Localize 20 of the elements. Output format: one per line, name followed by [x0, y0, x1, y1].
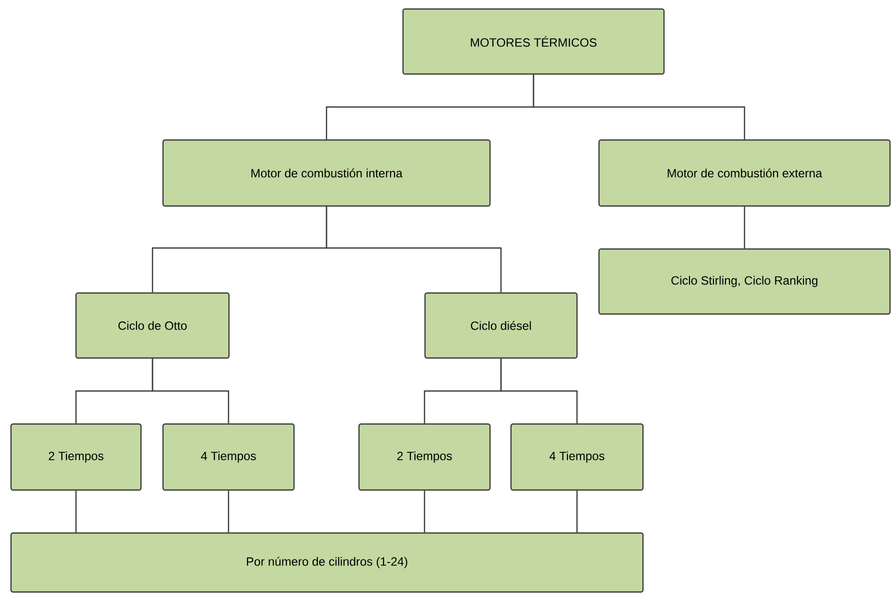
connector-line — [75, 490, 77, 532]
process-box: Por número de cilindros (1-24) — [10, 532, 644, 593]
process-box: 4 Tiempos — [510, 423, 644, 491]
process-box: Motor de combustión interna — [162, 139, 491, 207]
process-box: Ciclo de Otto — [75, 292, 230, 359]
process-box: Ciclo Stirling, Ciclo Ranking — [598, 248, 891, 315]
connector-line — [424, 490, 426, 532]
process-box: 2 Tiempos — [358, 423, 491, 491]
connector-line — [744, 206, 746, 248]
connector-line — [152, 358, 230, 424]
process-box: Ciclo diésel — [424, 292, 578, 359]
process-box: Motor de combustión externa — [598, 139, 891, 207]
process-box: 4 Tiempos — [162, 423, 295, 491]
connector-line — [532, 74, 746, 140]
connector-line — [326, 206, 502, 292]
connector-line — [228, 490, 230, 532]
process-box: MOTORES TÉRMICOS — [402, 8, 665, 75]
process-box: 2 Tiempos — [10, 423, 142, 491]
connector-line — [500, 358, 578, 424]
connector-line — [576, 490, 578, 532]
